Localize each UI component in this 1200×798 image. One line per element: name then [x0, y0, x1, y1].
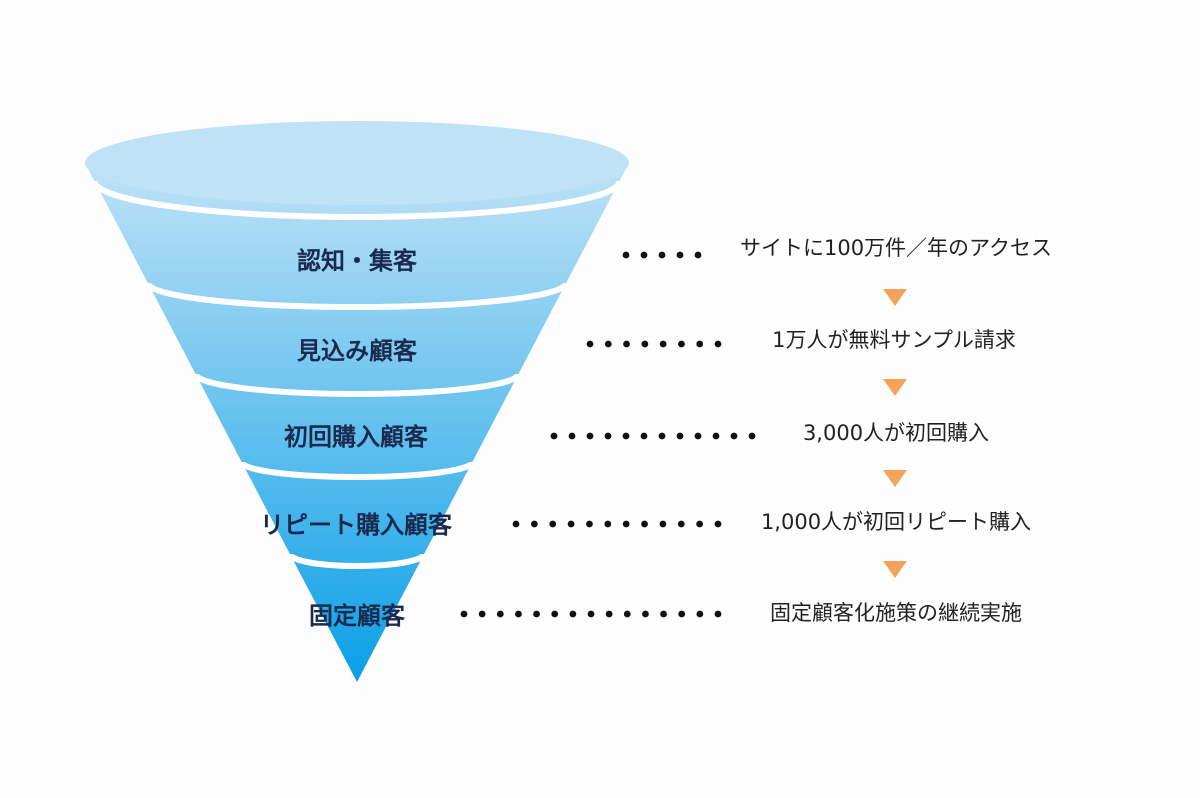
- connector-dot: [622, 520, 630, 528]
- connector-dot: [569, 610, 577, 618]
- funnel-opening: [85, 121, 629, 205]
- connector-dot: [604, 520, 612, 528]
- connector-dot: [604, 432, 612, 440]
- funnel-body: [85, 121, 629, 682]
- connector-dot: [604, 340, 612, 348]
- connector-dot: [640, 432, 648, 440]
- stage-label-first-purchase: 初回購入顧客: [284, 423, 428, 451]
- connector-dot: [712, 432, 720, 440]
- down-arrow-icon: [883, 379, 907, 396]
- connector-dot: [658, 432, 666, 440]
- connector-dot: [568, 432, 576, 440]
- connector-dot: [586, 340, 594, 348]
- connector-dot: [696, 610, 704, 618]
- connector-dot: [551, 610, 559, 618]
- connector-dot: [678, 340, 685, 348]
- connector-dot: [549, 520, 557, 528]
- connector-dot: [677, 520, 685, 528]
- stage-label-loyal: 固定顧客: [309, 602, 405, 630]
- connector-dot: [586, 432, 594, 440]
- down-arrow-icon: [883, 289, 907, 306]
- connector-dot: [694, 432, 702, 440]
- stage-label-awareness: 認知・集客: [297, 247, 417, 275]
- connector-dot: [678, 610, 686, 618]
- down-arrow-icon: [883, 561, 907, 578]
- connector-dot: [550, 432, 558, 440]
- arrow-group: [883, 289, 907, 578]
- connector-dot: [658, 251, 666, 259]
- funnel-separator: [286, 553, 428, 569]
- connector-dot: [659, 340, 667, 348]
- connector-group: [460, 251, 756, 618]
- connector-dot: [660, 610, 667, 618]
- connector-dot: [605, 610, 613, 618]
- connector-dot: [642, 610, 649, 618]
- connector-dot: [567, 520, 575, 528]
- funnel-separator: [238, 461, 476, 480]
- connector-dot: [641, 520, 648, 528]
- connector-dot: [676, 432, 684, 440]
- connector-dot: [730, 432, 738, 440]
- connector-dot: [512, 520, 520, 528]
- connector-dot: [533, 610, 540, 618]
- connector-dot: [714, 610, 722, 618]
- connector-dot: [587, 610, 595, 618]
- connector-dot: [714, 520, 722, 528]
- connector-dot: [640, 251, 648, 259]
- connector-dot: [748, 432, 756, 440]
- stage-description-loyal: 固定顧客化施策の継続実施: [770, 601, 1022, 625]
- connector-dot: [623, 340, 630, 348]
- funnel-separator: [144, 282, 570, 310]
- connector-dot: [496, 610, 504, 618]
- connector-dot: [641, 340, 649, 348]
- connector-dot: [622, 251, 630, 259]
- connector-dot: [530, 520, 538, 528]
- connector-dot: [676, 251, 684, 259]
- funnel-separator: [192, 373, 522, 397]
- connector-dot: [714, 340, 722, 348]
- connector-dot: [659, 520, 667, 528]
- stage-label-prospect: 見込み顧客: [297, 337, 417, 365]
- connector-dot: [623, 610, 631, 618]
- funnel-separator: [91, 180, 623, 221]
- stage-description-awareness: サイトに100万件／年のアクセス: [739, 236, 1053, 260]
- connector-dot: [696, 520, 704, 528]
- connector-dot: [478, 610, 486, 618]
- connector-dot: [586, 520, 593, 528]
- connector-dot: [622, 432, 630, 440]
- stage-description-first-purchase: 3,000人が初回購入: [802, 421, 990, 445]
- connector-dot: [696, 340, 704, 348]
- stage-description-repeat-purchase: 1,000人が初回リピート購入: [760, 510, 1032, 534]
- connector-dot: [515, 610, 522, 618]
- stage-description-prospect: 1万人が無料サンプル請求: [772, 328, 1016, 352]
- connector-dot: [460, 610, 468, 618]
- down-arrow-icon: [883, 470, 907, 487]
- connector-dot: [694, 251, 702, 259]
- stage-label-repeat-purchase: リピート購入顧客: [260, 511, 452, 539]
- funnel-cone: [85, 163, 629, 682]
